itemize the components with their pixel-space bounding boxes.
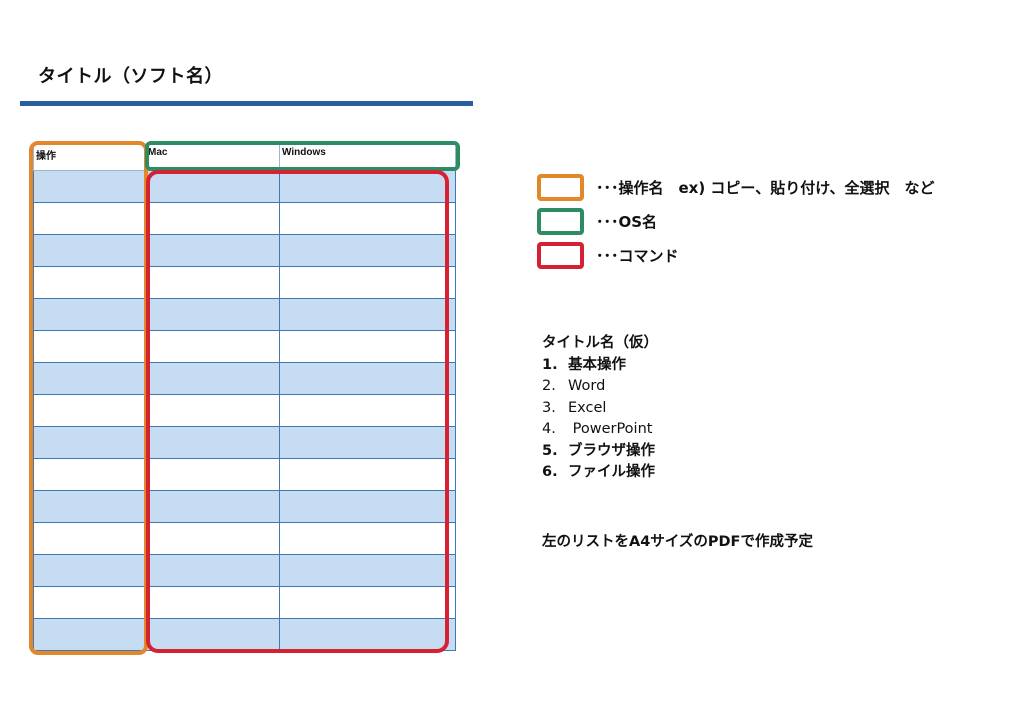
cell-operation <box>33 618 146 651</box>
pdf-plan-note: 左のリストをA4サイズのPDFで作成予定 <box>542 534 813 550</box>
cell-mac <box>145 522 280 555</box>
legend-item-os: ･･･OS名 <box>537 208 657 235</box>
green-box-icon <box>537 208 584 235</box>
legend-item-operation: ･･･操作名 ex) コピー、貼り付け、全選択 など <box>537 174 935 201</box>
cell-windows <box>279 458 456 491</box>
operation-column-highlight <box>29 141 148 655</box>
cell-mac <box>145 394 280 427</box>
cell-windows <box>279 362 456 395</box>
title-underline <box>20 101 473 106</box>
header-windows: Windows <box>279 144 456 171</box>
table-row <box>33 426 456 459</box>
legend-label: ･･･操作名 ex) コピー、貼り付け、全選択 など <box>596 179 935 197</box>
cell-operation <box>33 554 146 587</box>
cell-windows <box>279 490 456 523</box>
red-box-icon <box>537 242 584 269</box>
table-row <box>33 298 456 331</box>
list-item: 2.Word <box>542 378 606 394</box>
cell-windows <box>279 586 456 619</box>
cell-windows <box>279 330 456 363</box>
table-row <box>33 202 456 235</box>
cell-mac <box>145 586 280 619</box>
table-row <box>33 234 456 267</box>
os-header-highlight <box>145 141 460 171</box>
cell-operation <box>33 202 146 235</box>
table-body <box>33 170 456 651</box>
title-list: 1.基本操作 2.Word 3.Excel 4. PowerPoint 5.ブラ… <box>542 355 658 484</box>
cell-windows <box>279 522 456 555</box>
cell-operation <box>33 522 146 555</box>
table-row <box>33 554 456 587</box>
list-item: 3.Excel <box>542 399 607 416</box>
list-item: 1.基本操作 <box>542 356 626 373</box>
table-row <box>33 586 456 619</box>
legend-label: ･･･OS名 <box>596 213 658 231</box>
cell-operation <box>33 298 146 331</box>
header-operation: 操作 <box>33 144 146 171</box>
list-item: 6.ファイル操作 <box>542 464 655 480</box>
cell-mac <box>145 554 280 587</box>
cell-mac <box>145 298 280 331</box>
cell-mac <box>145 266 280 299</box>
cell-operation <box>33 394 146 427</box>
cell-windows <box>279 234 456 267</box>
legend-label: ･･･コマンド <box>596 247 679 265</box>
command-area-highlight <box>146 170 449 653</box>
table-row <box>33 362 456 395</box>
table-row <box>33 266 456 299</box>
table-header-row: 操作 Mac Windows <box>33 144 456 171</box>
cell-mac <box>145 458 280 491</box>
list-item: 4. PowerPoint <box>542 421 653 437</box>
table-row <box>33 522 456 555</box>
cell-operation <box>33 426 146 459</box>
cell-mac <box>145 234 280 267</box>
cell-windows <box>279 298 456 331</box>
cell-operation <box>33 362 146 395</box>
cell-mac <box>145 362 280 395</box>
title-list-heading: タイトル名（仮） <box>542 335 658 351</box>
cell-mac <box>145 330 280 363</box>
cell-windows <box>279 202 456 235</box>
cell-operation <box>33 170 146 203</box>
list-item: 5.ブラウザ操作 <box>542 442 655 459</box>
cell-operation <box>33 330 146 363</box>
operations-table: 操作 Mac Windows <box>33 144 456 651</box>
legend-item-command: ･･･コマンド <box>537 242 679 269</box>
cell-windows <box>279 618 456 651</box>
cell-operation <box>33 234 146 267</box>
cell-mac <box>145 426 280 459</box>
cell-mac <box>145 490 280 523</box>
cell-windows <box>279 426 456 459</box>
orange-box-icon <box>537 174 584 201</box>
page-title: タイトル（ソフト名） <box>38 66 223 87</box>
table-row <box>33 394 456 427</box>
cell-windows <box>279 394 456 427</box>
cell-windows <box>279 266 456 299</box>
cell-mac <box>145 618 280 651</box>
table-row <box>33 490 456 523</box>
table-row <box>33 330 456 363</box>
title-list-section: タイトル名（仮） 1.基本操作 2.Word 3.Excel 4. PowerP… <box>542 333 658 484</box>
cell-operation <box>33 266 146 299</box>
table-row <box>33 618 456 651</box>
